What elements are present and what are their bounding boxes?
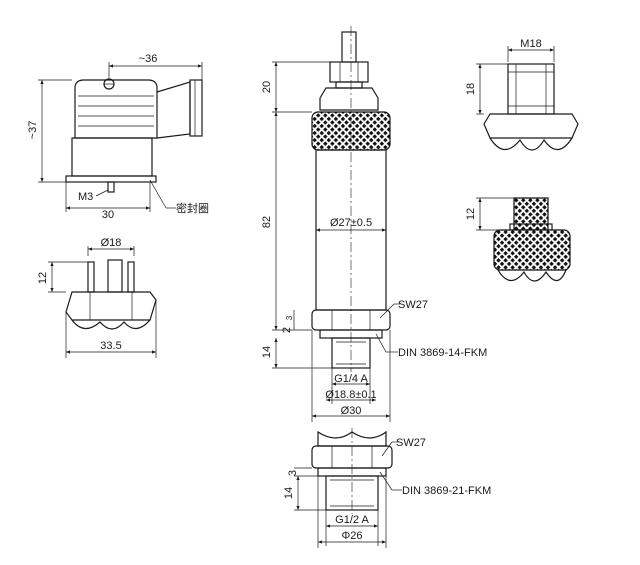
connector-side-view: ~36 ~37 M3 30 密封圈	[27, 53, 209, 221]
dim-main-thread-diameter: Ø18.8±0.1	[325, 389, 376, 401]
connector-bottom-view: Ø18 12 33.5	[37, 237, 157, 358]
dim-main-cable-height: 20	[261, 81, 273, 93]
label-g12-seal: DIN 3869-21-FKM	[402, 485, 491, 497]
label-connector-seal: 密封圈	[176, 201, 209, 215]
dim-main-thread-length: 14	[261, 346, 273, 358]
label-g12-wrench: SW27	[396, 437, 426, 449]
dim-g12-thread: G1/2 A	[335, 514, 369, 526]
label-main-wrench: SW27	[398, 299, 428, 311]
dim-main-thread: G1/4 A	[334, 373, 368, 385]
dim-connector-height: ~37	[27, 121, 39, 140]
dim-m18-thread: M18	[520, 38, 541, 50]
dim-g12-flange-diameter: Φ26	[341, 530, 362, 542]
dim-connector-width-bottom: 30	[102, 209, 114, 221]
dim-g12-thread-length: 14	[283, 487, 295, 499]
dim-main-small-gap2: 2	[281, 327, 293, 333]
dim-bottom-width: 33.5	[100, 340, 121, 352]
dim-main-body-diameter: Ø27±0.5	[330, 217, 372, 229]
dim-connector-width-top: ~36	[139, 53, 158, 65]
dim-bottom-diameter: Ø18	[101, 237, 122, 249]
dim-main-flange-diameter: Ø30	[341, 405, 362, 417]
alt-g12-variant: SW27 3 14 DIN 3869-21-FKM G1/2 A Φ26	[283, 428, 491, 548]
dim-m18-height: 18	[465, 83, 477, 95]
dim-main-body-height: 82	[261, 216, 273, 228]
dim-g12-small-gap: 3	[287, 470, 299, 476]
dim-bottom-height: 12	[37, 272, 49, 284]
alt-m12-variant: 12	[465, 197, 571, 282]
dim-main-small-gap: 3	[285, 315, 294, 320]
dim-connector-thread: M3	[78, 191, 93, 203]
dim-m12-height: 12	[465, 208, 477, 220]
alt-m18-variant: M18 18	[465, 38, 579, 151]
label-main-seal: DIN 3869-14-FKM	[398, 347, 487, 359]
main-sensor-body: 20 82 3 2 14 Ø27±0.5 SW27 DIN 3869-14-FK…	[261, 26, 487, 422]
